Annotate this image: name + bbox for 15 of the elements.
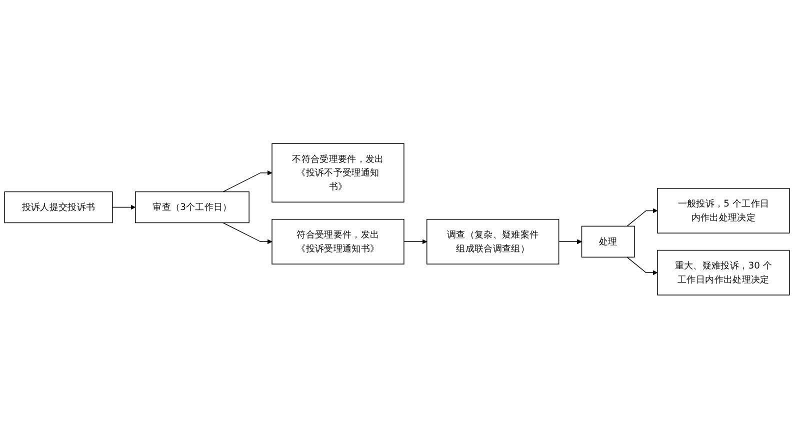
node-box: 不符合受理要件，发出《投诉不予受理通知书》 — [272, 142, 404, 202]
arrow — [112, 204, 136, 210]
node-box: 投诉人提交投诉书 — [4, 191, 113, 223]
node-box: 审查（3个工作日） — [135, 191, 250, 223]
arrow — [404, 238, 428, 244]
arrow — [222, 170, 272, 192]
arrow — [222, 222, 272, 244]
node-box: 处理 — [581, 226, 635, 258]
node-box: 一般投诉，5 个工作日内作出处理决定 — [657, 188, 790, 234]
node-box: 调查（复杂、疑难案件组成联合调查组） — [426, 218, 560, 264]
arrow — [558, 238, 582, 244]
arrow — [626, 208, 658, 226]
node-box: 符合受理要件，发出《投诉受理通知书》 — [272, 218, 404, 264]
node-box: 重大、疑难投诉，30 个工作日内作出处理决定 — [657, 250, 790, 296]
arrow — [626, 256, 658, 275]
